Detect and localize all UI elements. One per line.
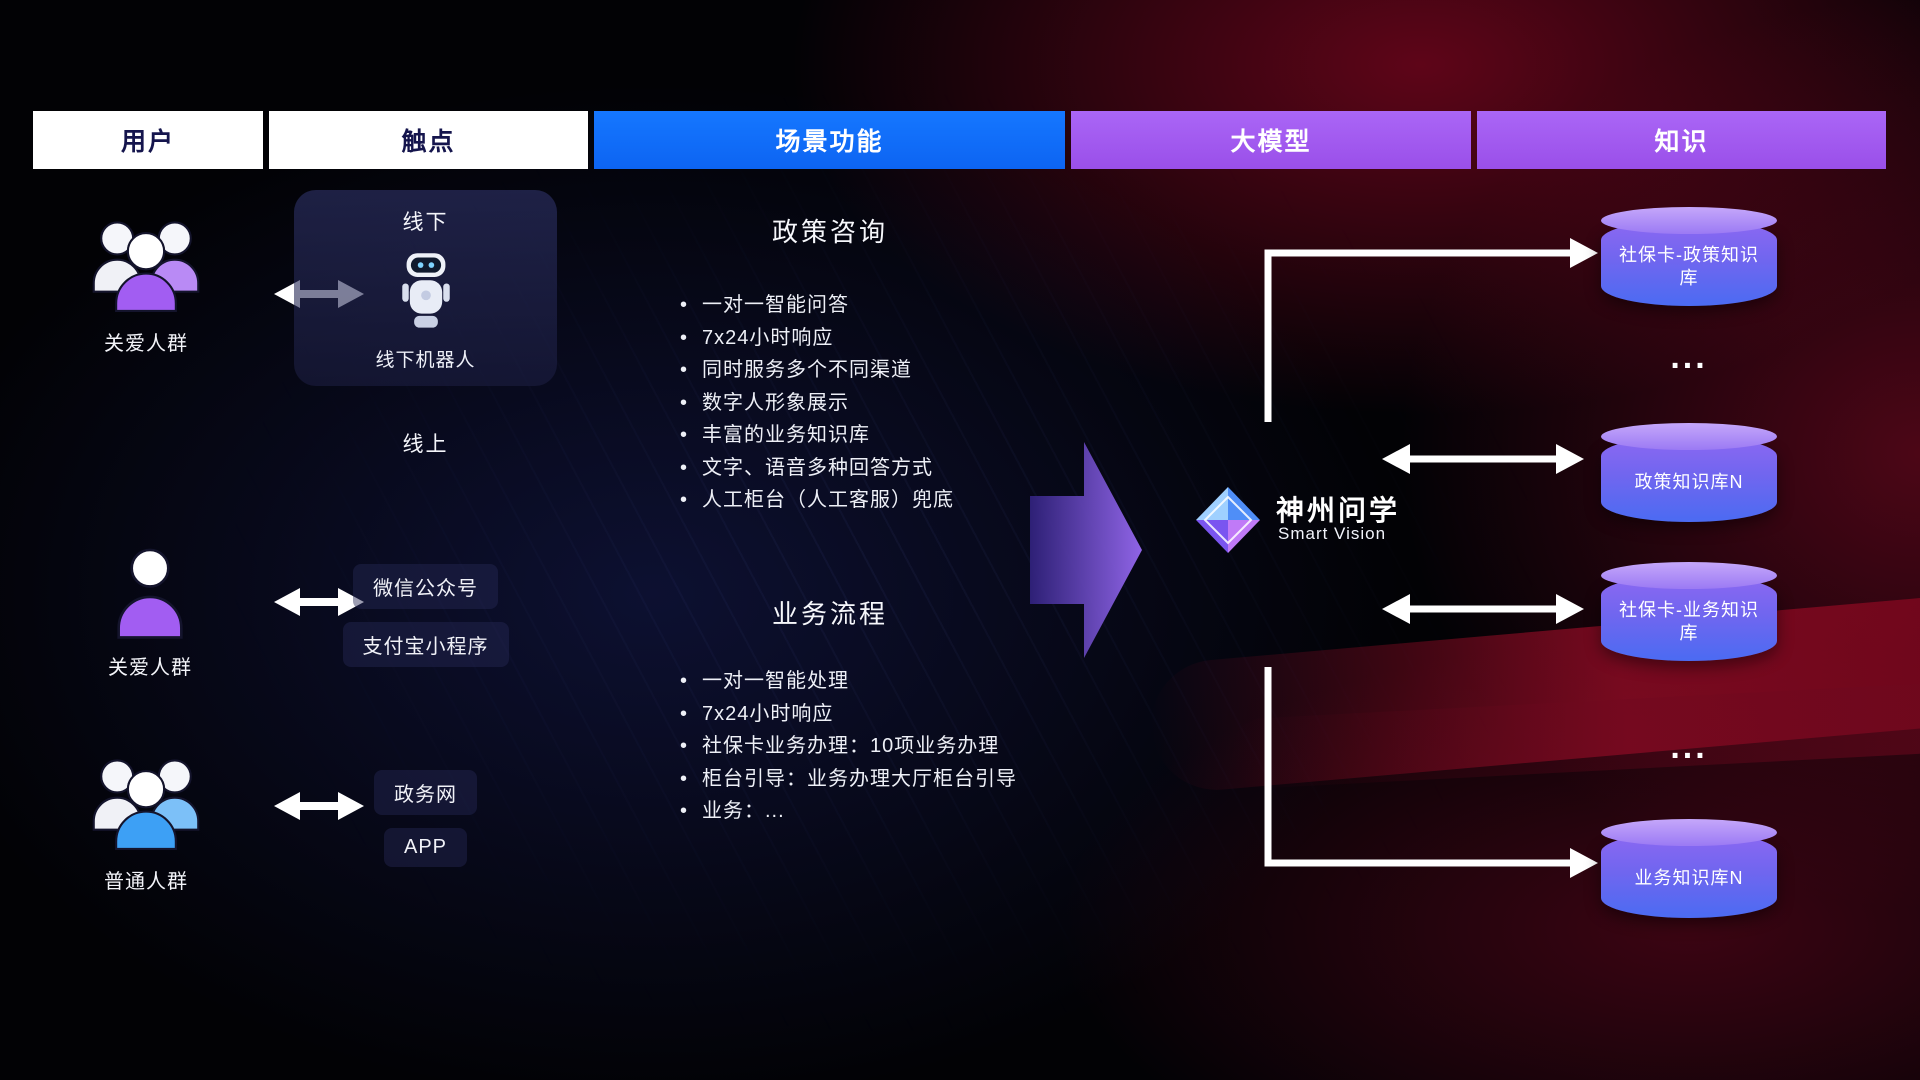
header-scenarios-label: 场景功能 <box>775 128 884 156</box>
users-group-icon <box>92 759 200 850</box>
offline-touchpoint-card: 线下 线下机器人 <box>294 190 557 386</box>
header-knowledge: 知识 <box>1477 111 1886 169</box>
kb-ellipsis-1: ... <box>1670 338 1708 376</box>
users-group-icon <box>92 221 200 312</box>
scenario-bullet: 一对一智能问答 <box>680 289 954 322</box>
scenario-bullet: 7x24小时响应 <box>680 322 954 355</box>
touchpoint-wechat: 微信公众号 <box>294 564 557 609</box>
touchpoint-alipay: 支付宝小程序 <box>294 622 557 667</box>
kb-business-socialcard: 社保卡-业务知识库 <box>1601 562 1777 661</box>
smart-vision-logo <box>1196 487 1260 553</box>
touchpoint-govweb: 政务网 <box>294 770 557 815</box>
header-touchpoints-label: 触点 <box>401 128 456 156</box>
scenario-business-title: 业务流程 <box>771 599 888 629</box>
scenario-bullet: 一对一智能处理 <box>680 665 1017 698</box>
header-knowledge-label: 知识 <box>1654 128 1709 156</box>
scenario-bullet: 业务：... <box>680 795 1017 828</box>
scenario-policy-list: 一对一智能问答 7x24小时响应 同时服务多个不同渠道 数字人形象展示 丰富的业… <box>680 289 954 517</box>
scenario-bullet: 7x24小时响应 <box>680 698 1017 731</box>
scenario-bullet: 丰富的业务知识库 <box>680 419 954 452</box>
header-users-label: 用户 <box>120 128 175 156</box>
header-users: 用户 <box>33 111 263 169</box>
scenario-business-list: 一对一智能处理 7x24小时响应 社保卡业务办理：10项业务办理 柜台引导：业务… <box>680 665 1017 828</box>
offline-title: 线下 <box>402 211 449 234</box>
user-group-general: 普通人群 <box>58 750 234 894</box>
model-subtitle: Smart Vision <box>1278 524 1387 543</box>
header-model-label: 大模型 <box>1230 128 1312 156</box>
touchpoint-govweb-label: 政务网 <box>374 770 477 815</box>
header-touchpoints: 触点 <box>269 111 588 169</box>
kb-policy-socialcard: 社保卡-政策知识库 <box>1601 207 1777 306</box>
model-name: 神州问学 <box>1276 495 1401 526</box>
kb-label: 社保卡-业务知识库 <box>1619 599 1759 643</box>
arrow-model-policy-kb-n <box>1382 444 1584 474</box>
kb-label: 社保卡-政策知识库 <box>1619 244 1759 288</box>
user-group-care-1: 关爱人群 <box>58 212 234 356</box>
scenario-bullet: 柜台引导：业务办理大厅柜台引导 <box>680 763 1017 796</box>
flow-arrow <box>1030 442 1142 658</box>
kb-ellipsis-2: ... <box>1670 728 1708 766</box>
touchpoint-alipay-label: 支付宝小程序 <box>342 622 509 667</box>
user-single-care: 关爱人群 <box>62 546 238 680</box>
scenario-bullet: 文字、语音多种回答方式 <box>680 452 954 485</box>
scenario-bullet: 同时服务多个不同渠道 <box>680 354 954 387</box>
offline-robot-label: 线下机器人 <box>375 350 476 371</box>
user-single-label: 关爱人群 <box>108 657 192 679</box>
arrow-model-business-kb <box>1382 594 1584 624</box>
touchpoint-wechat-label: 微信公众号 <box>353 564 498 609</box>
touchpoint-app-label: APP <box>383 828 468 867</box>
header-scenarios: 场景功能 <box>594 111 1065 169</box>
kb-business-n: 业务知识库N <box>1601 819 1777 918</box>
kb-policy-n: 政策知识库N <box>1601 423 1777 522</box>
scenario-policy-title: 政策咨询 <box>771 217 888 247</box>
header-model: 大模型 <box>1071 111 1471 169</box>
online-title: 线上 <box>402 433 449 456</box>
user-group-label: 普通人群 <box>104 871 188 893</box>
robot-icon <box>401 252 450 328</box>
kb-label: 业务知识库N <box>1634 868 1744 889</box>
kb-label: 政策知识库N <box>1634 472 1744 493</box>
user-icon <box>117 548 183 639</box>
arrow-model-to-policy-kb <box>1264 238 1598 422</box>
touchpoint-app: APP <box>294 828 557 867</box>
scenario-bullet: 数字人形象展示 <box>680 387 954 420</box>
scenario-bullet: 社保卡业务办理：10项业务办理 <box>680 730 1017 763</box>
user-group-label: 关爱人群 <box>104 333 188 355</box>
scenario-bullet: 人工柜台（人工客服）兜底 <box>680 484 954 517</box>
